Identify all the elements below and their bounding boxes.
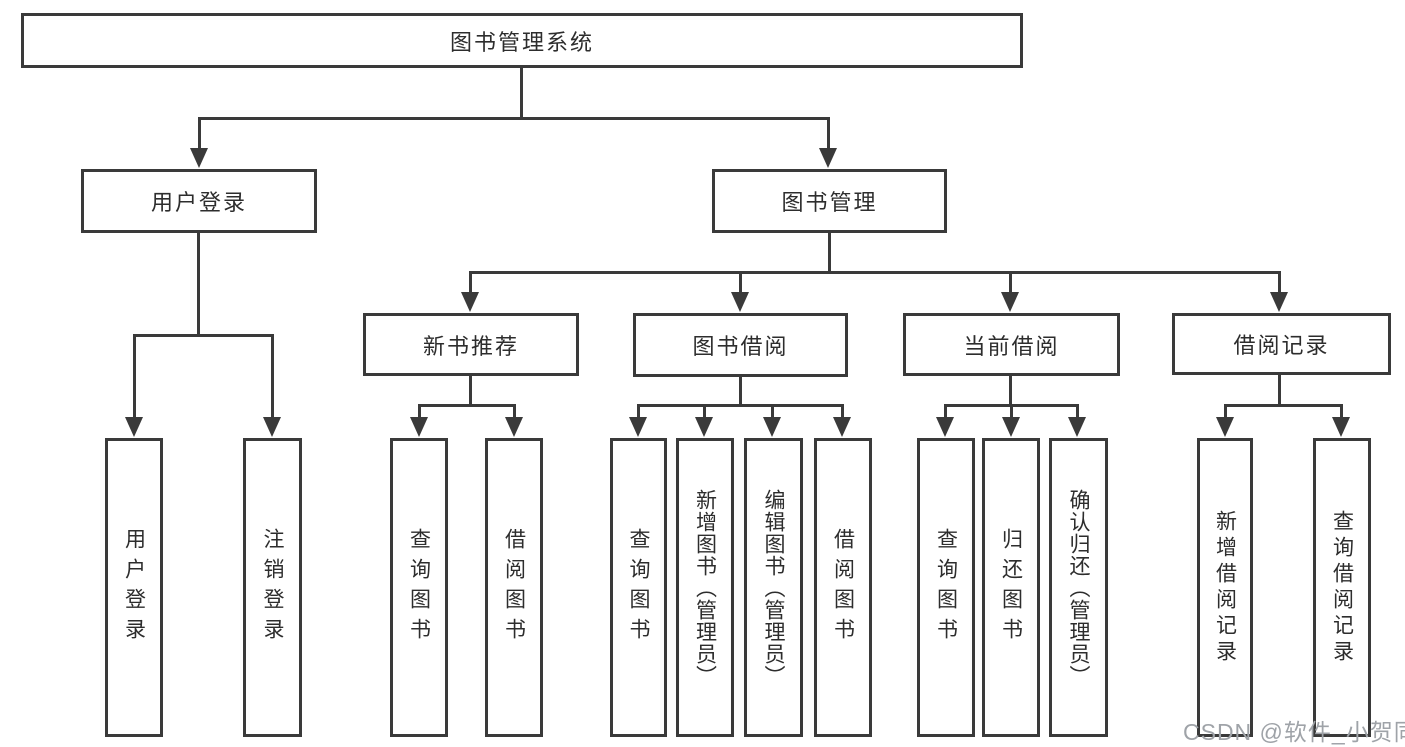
connector-line	[198, 117, 201, 150]
leaf-confirm-return-admin: 确认归还（管理员）	[1049, 438, 1108, 737]
leaf-borrow-books: 借阅图书	[814, 438, 872, 737]
arrow-down-icon	[1270, 292, 1288, 312]
arrow-down-icon	[763, 417, 781, 437]
connector-line	[739, 377, 742, 407]
arrow-down-icon	[1002, 417, 1020, 437]
leaf-borrow-books: 借阅图书	[485, 438, 543, 737]
node-book-borrow: 图书借阅	[633, 313, 848, 377]
leaf-query-books: 查询图书	[390, 438, 448, 737]
connector-line	[637, 404, 640, 420]
connector-line	[944, 404, 947, 420]
arrow-down-icon	[263, 417, 281, 437]
arrow-down-icon	[1216, 417, 1234, 437]
connector-line	[197, 233, 200, 337]
connector-line	[470, 271, 1281, 274]
connector-line	[1340, 404, 1343, 420]
node-borrow-records: 借阅记录	[1172, 313, 1391, 375]
connector-line	[1224, 404, 1343, 407]
leaf-query-books: 查询图书	[610, 438, 667, 737]
connector-line	[1278, 271, 1281, 294]
arrow-down-icon	[731, 292, 749, 312]
leaf-add-borrow-record: 新增借阅记录	[1197, 438, 1253, 737]
node-current-borrow: 当前借阅	[903, 313, 1120, 376]
leaf-return-book: 归还图书	[982, 438, 1040, 737]
connector-line	[828, 233, 831, 274]
connector-line	[198, 117, 829, 120]
connector-line	[469, 376, 472, 407]
node-user-login: 用户登录	[81, 169, 317, 233]
arrow-down-icon	[819, 148, 837, 168]
connector-line	[133, 334, 136, 419]
connector-line	[520, 68, 523, 118]
arrow-down-icon	[1001, 292, 1019, 312]
connector-line	[739, 271, 742, 294]
watermark: CSDN @软件_小贺同学	[1183, 719, 1405, 745]
arrow-down-icon	[629, 417, 647, 437]
arrow-down-icon	[410, 417, 428, 437]
arrow-down-icon	[505, 417, 523, 437]
connector-line	[1278, 375, 1281, 407]
connector-line	[1009, 376, 1012, 407]
arrow-down-icon	[461, 292, 479, 312]
arrow-down-icon	[833, 417, 851, 437]
node-book-management: 图书管理	[712, 169, 947, 233]
arrow-down-icon	[1332, 417, 1350, 437]
connector-line	[1076, 404, 1079, 420]
connector-line	[1010, 404, 1013, 420]
arrow-down-icon	[190, 148, 208, 168]
connector-line	[637, 404, 844, 407]
leaf-query-borrow-record: 查询借阅记录	[1313, 438, 1371, 737]
connector-line	[133, 334, 274, 337]
connector-line	[418, 404, 516, 407]
leaf-edit-book-admin: 编辑图书（管理员）	[744, 438, 803, 737]
connector-line	[703, 404, 706, 420]
leaf-query-books: 查询图书	[917, 438, 975, 737]
leaf-add-book-admin: 新增图书（管理员）	[676, 438, 734, 737]
connector-line	[271, 334, 274, 419]
node-library-system: 图书管理系统	[21, 13, 1023, 68]
connector-line	[841, 404, 844, 420]
arrow-down-icon	[1068, 417, 1086, 437]
connector-line	[1224, 404, 1227, 420]
leaf-logout: 注销登录	[243, 438, 302, 737]
connector-line	[827, 117, 830, 150]
arrow-down-icon	[936, 417, 954, 437]
connector-line	[1009, 271, 1012, 294]
connector-line	[418, 404, 421, 420]
leaf-user-login: 用户登录	[105, 438, 163, 737]
node-new-book-recommend: 新书推荐	[363, 313, 579, 376]
connector-line	[513, 404, 516, 420]
arrow-down-icon	[125, 417, 143, 437]
connector-line	[771, 404, 774, 420]
arrow-down-icon	[695, 417, 713, 437]
connector-line	[469, 271, 472, 294]
